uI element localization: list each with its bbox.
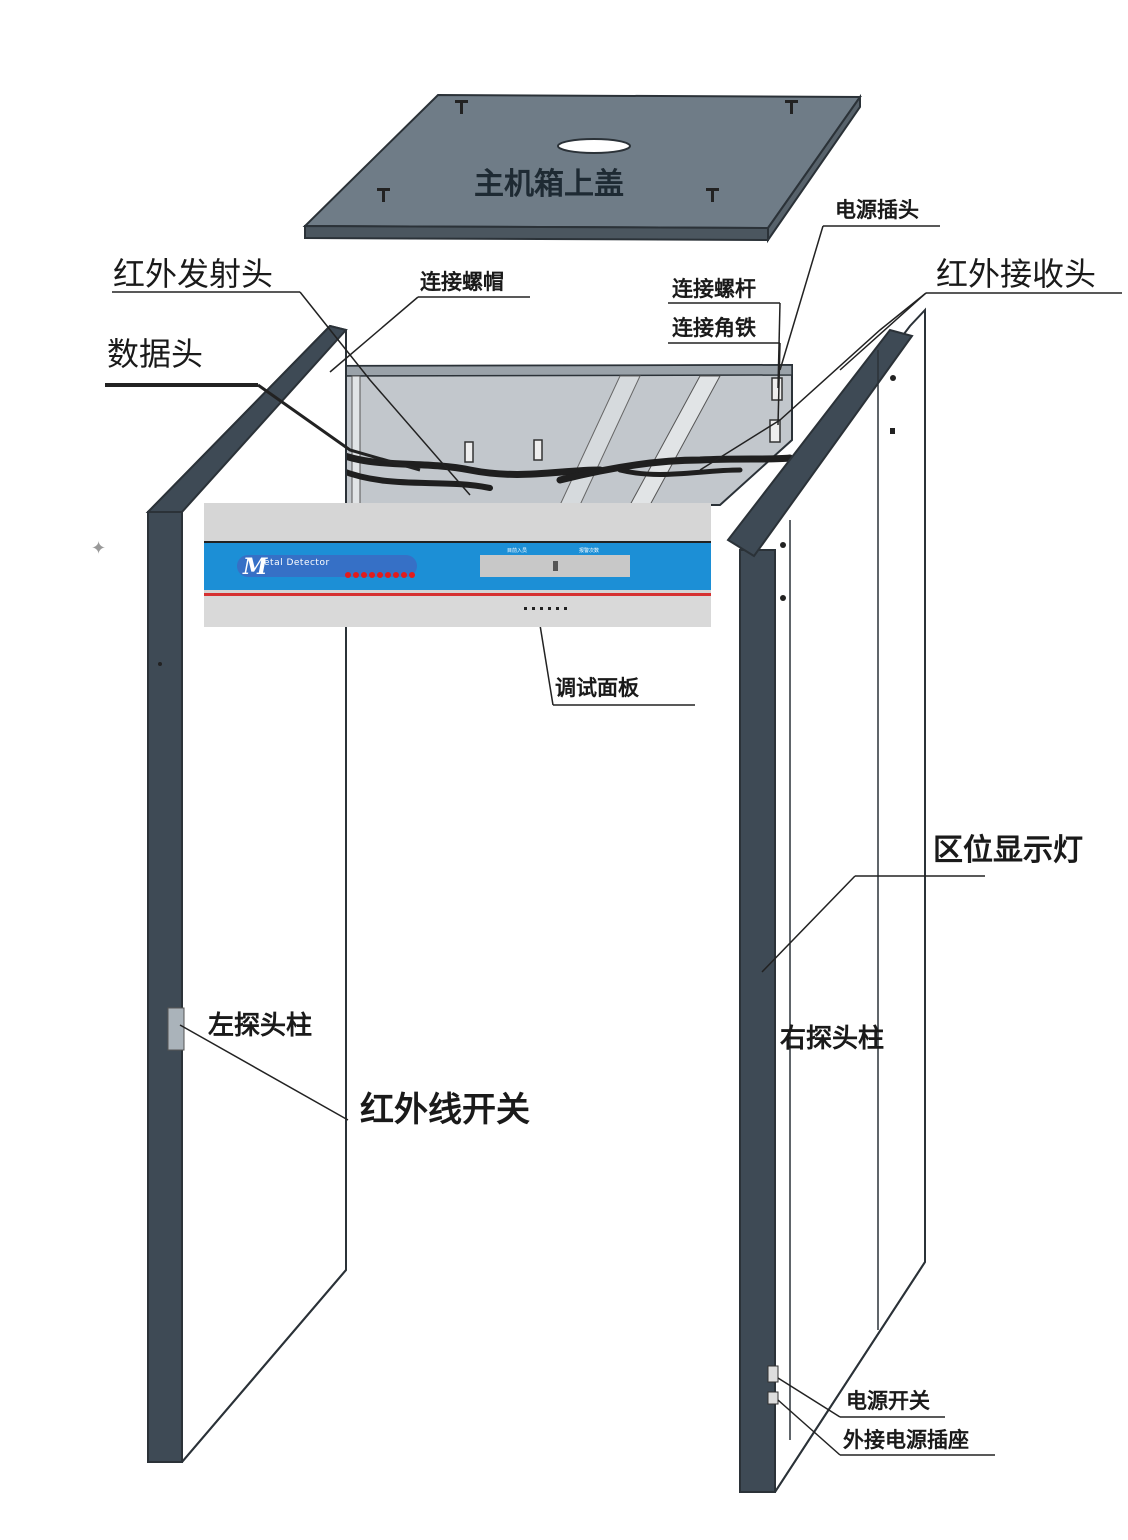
metal-detector-badge: M etal Detector: [237, 554, 417, 580]
label-right-column: 右探头柱: [780, 1024, 885, 1054]
led-dot: [377, 572, 383, 578]
led-dot: [345, 572, 351, 578]
label-connect-nut: 连接螺帽: [420, 270, 504, 294]
label-lid: 主机箱上盖: [474, 167, 624, 202]
label-ir-receiver: 红外接收头: [936, 255, 1097, 293]
main-box-lid: [302, 93, 862, 244]
label-debug-panel: 调试面板: [555, 676, 639, 700]
display-right-label: 报警次数: [579, 548, 600, 554]
panel-button[interactable]: [548, 607, 551, 610]
panel-red-line: [204, 593, 711, 596]
label-zone-light: 区位显示灯: [933, 833, 1083, 868]
right-probe-column: [726, 307, 926, 1493]
label-connect-angle: 连接角铁: [672, 316, 756, 340]
panel-button-row: [524, 595, 572, 614]
brand-initial: M: [243, 554, 268, 580]
panel-button[interactable]: [564, 607, 567, 610]
zone-led-row: [345, 563, 417, 582]
label-ir-emitter: 红外发射头: [113, 255, 274, 293]
brand-text: etal Detector: [264, 558, 330, 568]
svg-text:✦: ✦: [91, 538, 106, 559]
leader-lines: [105, 225, 1122, 1456]
label-power-socket: 外接电源插座: [843, 1428, 969, 1452]
label-left-column: 左探头柱: [208, 1011, 313, 1041]
panel-lower-strip: [204, 596, 711, 627]
display-divider: [553, 561, 558, 571]
led-dot: [393, 572, 399, 578]
display-left-label: 目前入员: [507, 548, 528, 554]
led-dot: [409, 572, 415, 578]
led-dot: [401, 572, 407, 578]
label-ir-switch: 红外线开关: [360, 1090, 530, 1130]
panel-top-strip: [204, 503, 711, 543]
led-dot: [369, 572, 375, 578]
label-connect-bolt: 连接螺杆: [672, 277, 756, 301]
label-power-switch: 电源开关: [846, 1389, 930, 1413]
led-dot: [385, 572, 391, 578]
panel-button[interactable]: [524, 607, 527, 610]
panel-button[interactable]: [556, 607, 559, 610]
panel-button[interactable]: [532, 607, 535, 610]
label-power-plug: 电源插头: [835, 198, 919, 222]
debug-panel-display: M etal Detector 目前入员 报警次数: [204, 503, 711, 627]
left-probe-column: [145, 324, 348, 1463]
led-dot: [353, 572, 359, 578]
led-dot: [361, 572, 367, 578]
panel-button[interactable]: [540, 607, 543, 610]
counter-display: [480, 555, 630, 577]
label-data-head: 数据头: [107, 335, 204, 373]
